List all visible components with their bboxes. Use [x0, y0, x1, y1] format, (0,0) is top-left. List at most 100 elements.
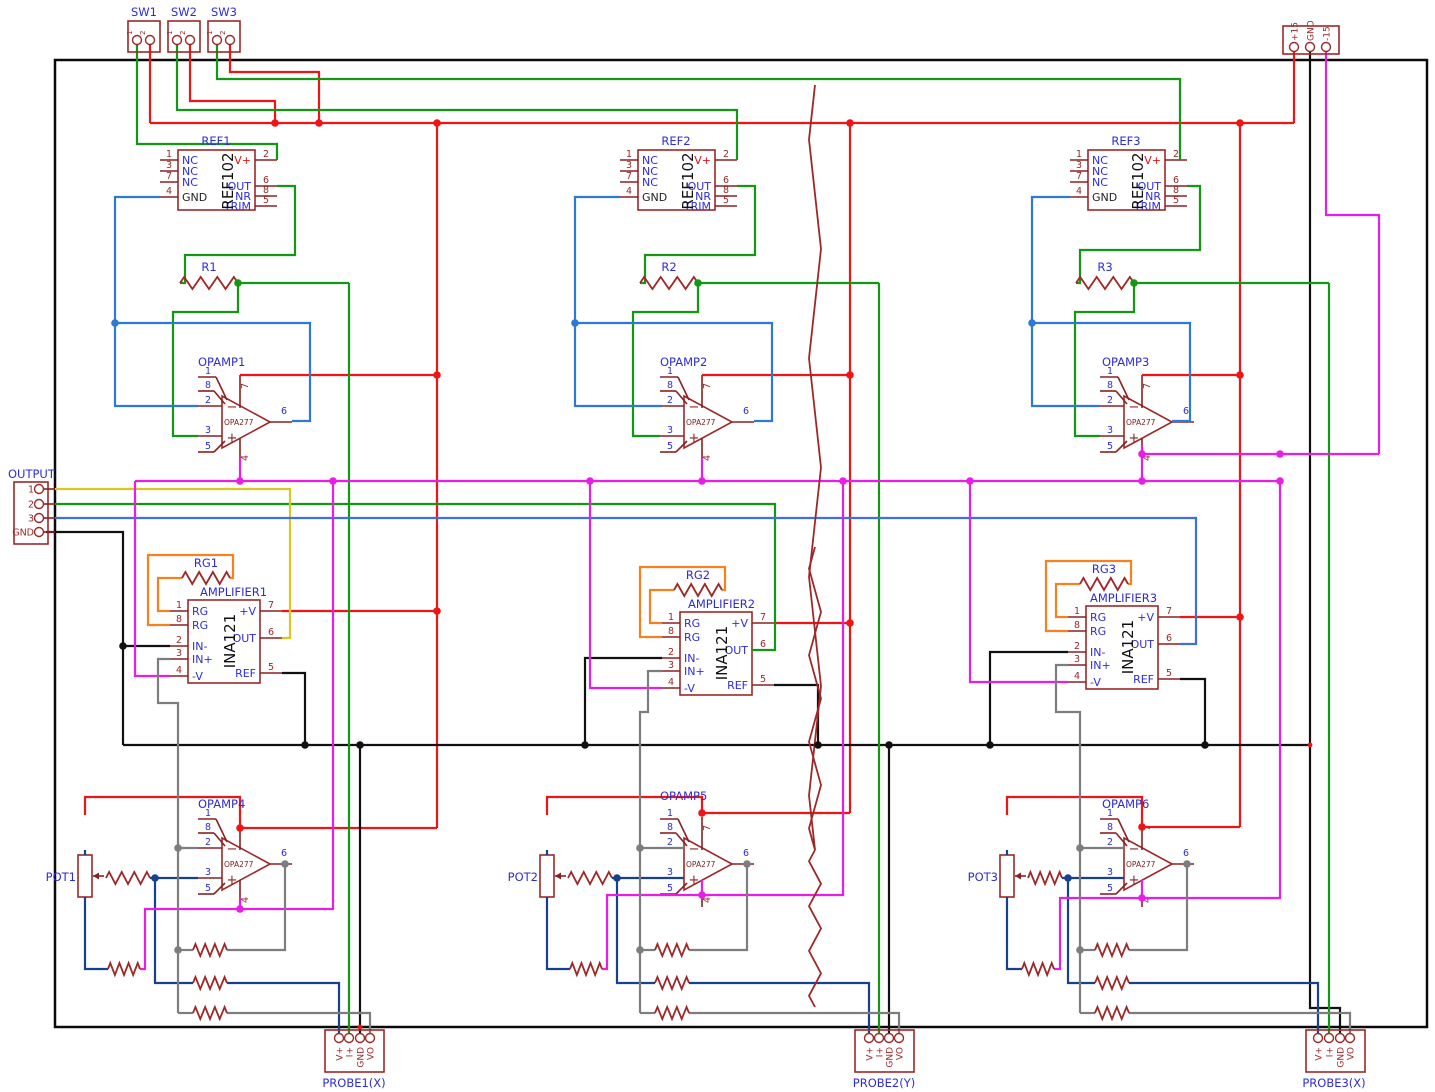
label-RG3: RG3	[1092, 562, 1116, 576]
pin-number: 5	[760, 674, 766, 685]
opamp-part: OPA277	[686, 860, 716, 869]
wire-green-39	[631, 283, 700, 438]
pin-number: 3	[667, 867, 673, 878]
probe-connector-3	[1305, 1029, 1366, 1073]
pin-number: 4	[1074, 671, 1080, 682]
pin-number: 2	[1107, 837, 1113, 848]
label-OUTPUT: OUTPUT	[8, 467, 56, 481]
pin-number: 3	[166, 160, 172, 171]
probe-pin-label: V+	[1315, 1047, 1325, 1061]
pin-number: 6	[281, 848, 287, 859]
wire-magenta-87	[1054, 896, 1142, 971]
junction-dot	[271, 119, 279, 127]
resistor-h-1	[639, 275, 699, 291]
pin-number: 7	[268, 600, 274, 611]
pin-name: V+	[1144, 154, 1161, 167]
junction-dot	[281, 860, 289, 868]
pin-name: RG	[1090, 625, 1106, 638]
opamp-part: OPA277	[1126, 860, 1156, 869]
junction-dot	[1028, 319, 1036, 327]
pin-name: REF	[727, 679, 748, 692]
probe-connector-1	[324, 1029, 385, 1073]
junction-dot	[743, 860, 751, 868]
pin-number: 3	[1074, 654, 1080, 665]
junction-dot	[581, 741, 589, 749]
ref-body	[1087, 149, 1166, 211]
junction-dot	[694, 279, 702, 287]
junction-dot	[1138, 823, 1146, 831]
pin-number: 1	[668, 612, 674, 623]
wire-green-35	[171, 283, 240, 438]
opamp-triangle	[221, 394, 272, 450]
wire-navy-67	[1129, 981, 1320, 1034]
probe-pin	[333, 1032, 345, 1044]
probe-pin-label: GND	[357, 1047, 367, 1068]
junction-dot-small	[357, 1024, 363, 1030]
pin-number: 3	[667, 425, 673, 436]
wire-blueRef-50	[115, 321, 312, 423]
output-pin	[33, 483, 45, 495]
pin-number: 5	[1166, 668, 1172, 679]
wire-green-46	[55, 502, 777, 652]
pin-number: 1	[166, 149, 172, 160]
label-PROBE2Y: PROBE2(Y)	[853, 1076, 915, 1090]
pin-number: 5	[1107, 883, 1113, 894]
pin-name: TRIM	[223, 200, 251, 213]
amp-value: INA121	[713, 626, 731, 681]
pin-stub	[675, 832, 688, 847]
pin-number: 5	[723, 195, 729, 206]
wire-black-26	[282, 671, 307, 745]
junction-dot	[329, 477, 337, 485]
pin-number: 4	[1142, 897, 1153, 903]
label-POT1: POT1	[46, 870, 76, 884]
pin-number: 5	[205, 441, 211, 452]
wire-magenta-85	[140, 907, 240, 971]
pin-number: 7	[702, 383, 713, 389]
wire-yellow-47	[55, 487, 292, 640]
probe-pin-label: I+	[346, 1047, 356, 1057]
junction-dot	[151, 874, 159, 882]
output-pin-label: 2	[28, 500, 34, 511]
probe-pin-label: I+	[876, 1047, 886, 1057]
opamp-component-OPAMP6	[1123, 836, 1174, 892]
wire-navy-61	[615, 878, 655, 985]
pin-name: OUT	[1131, 638, 1155, 651]
pin-stub	[677, 818, 690, 843]
pin-name: OUT	[228, 180, 252, 193]
switch-body	[167, 20, 201, 53]
probe-pin	[343, 1032, 355, 1044]
pin-name: NC	[1092, 165, 1108, 178]
junction-dot	[236, 905, 244, 913]
pin-stub	[1115, 832, 1128, 847]
switch-component-SW3	[207, 20, 241, 53]
pin-number: 5	[205, 883, 211, 894]
pin-number: 8	[263, 185, 269, 196]
pin-name: IN+	[192, 653, 213, 666]
switch-pin	[211, 34, 223, 46]
probe-connector-2	[854, 1029, 915, 1073]
pin-name: RG	[1090, 611, 1106, 624]
wire-orange-91	[648, 588, 674, 625]
switch-pin	[184, 34, 196, 46]
wire-red-3	[188, 45, 277, 123]
junction-dot	[301, 741, 309, 749]
wire-blueRef-54	[1032, 321, 1192, 423]
probe-pin-label: V+	[866, 1047, 876, 1061]
junction-dot	[174, 946, 182, 954]
wire-navy-59	[83, 897, 108, 971]
wire-blueRef-49	[113, 195, 198, 408]
label-OPAMP6: OPAMP6	[1102, 797, 1149, 811]
probe-pin	[1312, 1032, 1324, 1044]
pin-number: 8	[205, 380, 211, 391]
wire-navy-62	[689, 981, 871, 1034]
pin-name: NC	[642, 176, 658, 189]
pin-stub	[213, 440, 226, 453]
wire-orange-88	[146, 553, 235, 627]
wire-magenta-70	[1324, 52, 1381, 454]
label-OPAMP3: OPAMP3	[1102, 355, 1149, 369]
pin-number: 2	[1107, 395, 1113, 406]
output-pin	[33, 498, 45, 510]
noninverting-input-sign: +	[1129, 431, 1140, 446]
wire-blueRef-53	[1030, 195, 1100, 408]
